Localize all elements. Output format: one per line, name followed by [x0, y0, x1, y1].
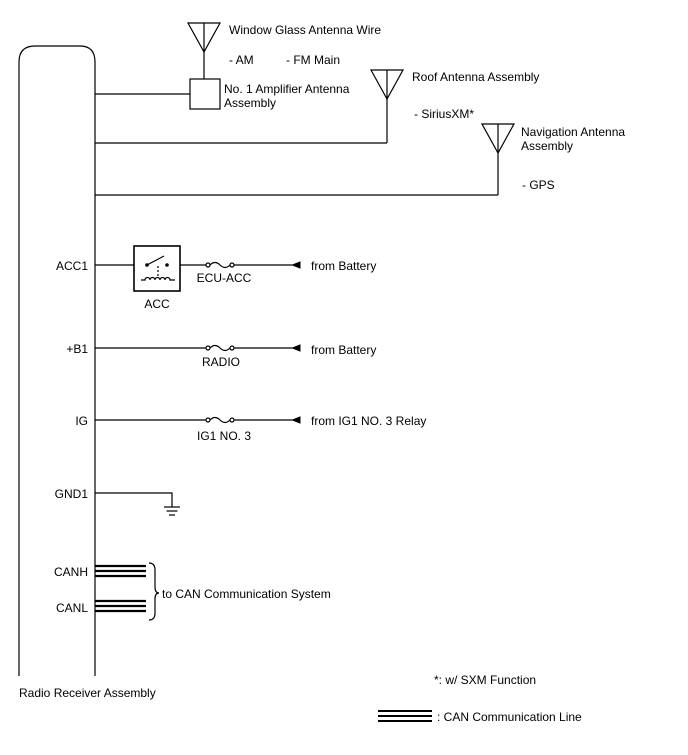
- legend-can-line-label: : CAN Communication Line: [437, 710, 582, 724]
- legend-can-line-symbol: [378, 710, 432, 722]
- pin-canh-label: CANH: [54, 565, 88, 579]
- fuse-ig1-no3-label: IG1 NO. 3: [197, 429, 251, 443]
- fuse-ecu-acc-label: ECU-ACC: [197, 271, 252, 285]
- fuse-radio-label: RADIO: [202, 355, 240, 369]
- band-fm-main: - FM Main: [286, 53, 340, 67]
- fuse-radio-symbol: [205, 344, 235, 352]
- acc-relay-symbol: [133, 245, 181, 292]
- navigation-antenna-label-line2: Assembly: [521, 139, 573, 153]
- pin-canl-label: CANL: [56, 601, 88, 615]
- canh-bus-lines: [95, 564, 146, 578]
- fuse-ig1-no3-symbol: [205, 416, 235, 424]
- window-glass-antenna-symbol: [186, 22, 222, 79]
- roof-antenna-label: Roof Antenna Assembly: [412, 70, 539, 84]
- ground-symbol: [95, 492, 180, 516]
- amplifier-label-line2: Assembly: [224, 96, 276, 110]
- pin-acc1-label: ACC1: [56, 259, 88, 273]
- radio-receiver-body: [18, 45, 96, 676]
- canl-bus-lines: [95, 599, 146, 613]
- fuse-ecu-acc-symbol: [205, 261, 235, 269]
- amplifier-box: [189, 78, 221, 110]
- amplifier-label-line1: No. 1 Amplifier Antenna: [224, 82, 350, 96]
- can-brace: [148, 562, 160, 621]
- footnote-sxm: *: w/ SXM Function: [434, 673, 536, 687]
- pin-b1-label: +B1: [66, 342, 88, 356]
- pin-gnd1-label: GND1: [55, 487, 89, 501]
- band-gps: - GPS: [522, 178, 555, 192]
- window-glass-antenna-label: Window Glass Antenna Wire: [229, 23, 381, 37]
- b1-source-label: from Battery: [311, 343, 376, 357]
- radio-receiver-label: Radio Receiver Assembly: [19, 686, 156, 700]
- band-siriusxm: - SiriusXM*: [414, 107, 474, 121]
- navigation-antenna-symbol: [480, 123, 516, 195]
- can-destination-label: to CAN Communication System: [162, 587, 331, 601]
- acc-relay-label: ACC: [144, 297, 170, 311]
- band-am: - AM: [229, 53, 254, 67]
- roof-antenna-symbol: [369, 69, 405, 143]
- pin-ig-label: IG: [75, 414, 88, 428]
- navigation-antenna-label-line1: Navigation Antenna: [521, 125, 625, 139]
- ig-source-label: from IG1 NO. 3 Relay: [311, 414, 426, 428]
- acc1-source-label: from Battery: [311, 259, 376, 273]
